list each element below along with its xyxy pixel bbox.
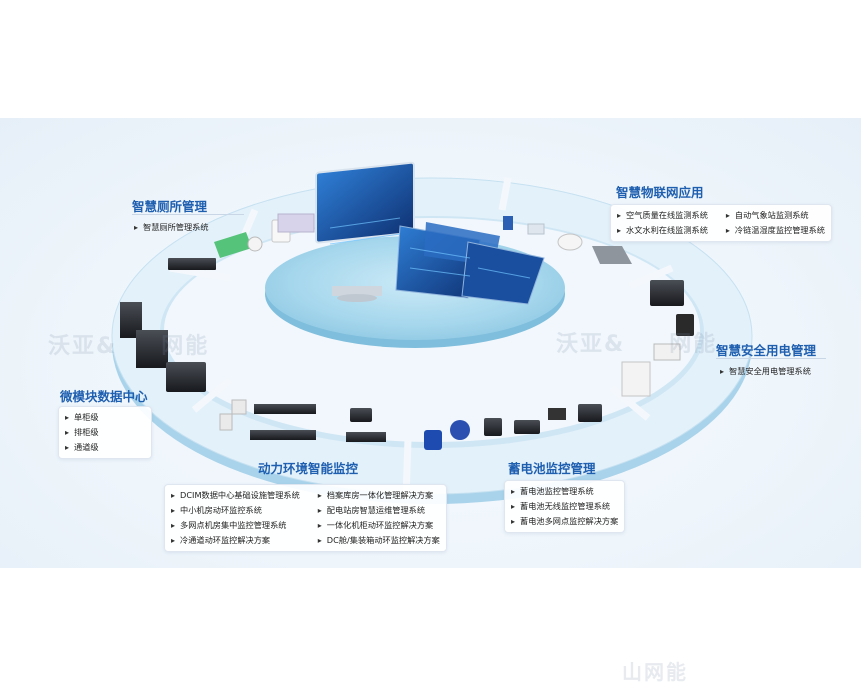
watermark-right: 沃亚&网能 [556, 332, 718, 357]
electric-devices [621, 280, 694, 397]
env-item[interactable]: 档案库房一体化管理解决方案 [318, 488, 440, 503]
solution-diagram: 沃亚&网能 沃亚&网能 智慧厕所管理 智慧厕所管理系统 智慧物联网应用 空气质量… [0, 118, 861, 568]
iot-item[interactable]: 自动气象站监测系统 [726, 208, 825, 223]
electric-item[interactable]: 智慧安全用电管理系统 [720, 364, 811, 379]
watermark-left: 沃亚&网能 [48, 334, 210, 359]
battery-item[interactable]: 蓄电池多网点监控解决方案 [511, 514, 618, 529]
micro-item[interactable]: 排柜级 [65, 425, 145, 440]
env-item[interactable]: 一体化机柜动环监控解决方案 [318, 518, 440, 533]
micro-module-devices [120, 302, 206, 392]
iot-devices [503, 216, 632, 264]
battery-title: 蓄电池监控管理 [508, 461, 596, 476]
electric-title: 智慧安全用电管理 [716, 343, 817, 358]
iot-item[interactable]: 冷链温湿度监控管理系统 [726, 223, 825, 238]
battery-items: 蓄电池监控管理系统 蓄电池无线监控管理系统 蓄电池多网点监控解决方案 [504, 480, 626, 533]
electric-items: 智慧安全用电管理系统 [714, 361, 817, 382]
micro-title: 微模块数据中心 [60, 389, 148, 404]
power-env-devices [219, 399, 386, 442]
iot-items: 空气质量在线监测系统 自动气象站监测系统 水文水利在线监测系统 冷链温湿度监控管… [610, 204, 832, 242]
env-items: DCIM数据中心基础设施管理系统 档案库房一体化管理解决方案 中小机房动环监控系… [164, 484, 447, 552]
toilet-title: 智慧厕所管理 [132, 199, 208, 214]
micro-item[interactable]: 单柜级 [65, 410, 145, 425]
central-monitors [315, 161, 545, 305]
battery-item[interactable]: 蓄电池无线监控管理系统 [511, 499, 618, 514]
env-item[interactable]: 冷通道动环监控解决方案 [171, 533, 300, 548]
toilet-devices [168, 213, 315, 270]
toilet-title-line [132, 214, 244, 215]
watermark-bottom: 山网能 [622, 660, 688, 684]
toilet-items: 智慧厕所管理系统 [128, 217, 215, 238]
iot-title: 智慧物联网应用 [616, 185, 704, 200]
battery-item[interactable]: 蓄电池监控管理系统 [511, 484, 618, 499]
env-item[interactable]: DCIM数据中心基础设施管理系统 [171, 488, 300, 503]
env-item[interactable]: 中小机房动环监控系统 [171, 503, 300, 518]
micro-items: 单柜级 排柜级 通道级 [58, 406, 152, 459]
iot-item[interactable]: 水文水利在线监测系统 [617, 223, 708, 238]
toilet-item[interactable]: 智慧厕所管理系统 [134, 220, 209, 235]
ring-diagram [111, 161, 753, 504]
micro-item[interactable]: 通道级 [65, 440, 145, 455]
env-item[interactable]: 多网点机房集中监控管理系统 [171, 518, 300, 533]
env-item[interactable]: DC舱/集装箱动环监控解决方案 [318, 533, 440, 548]
electric-title-line [716, 358, 826, 359]
battery-devices [424, 404, 602, 450]
env-item[interactable]: 配电站房智慧运维管理系统 [318, 503, 440, 518]
env-title: 动力环境智能监控 [258, 461, 359, 476]
iot-item[interactable]: 空气质量在线监测系统 [617, 208, 708, 223]
